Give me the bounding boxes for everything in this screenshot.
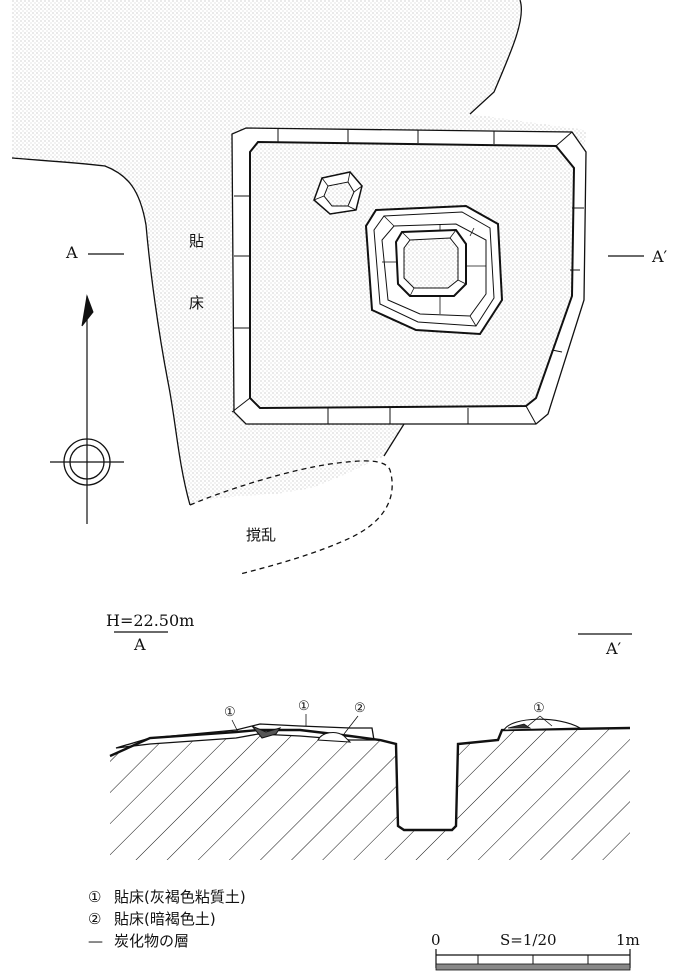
legend-text-1: 貼床(灰褐色粘質土) [114, 888, 246, 906]
floor-label-2: 床 [189, 294, 205, 312]
charcoal-layer [251, 725, 282, 739]
layer-1-marker-left: ① [224, 705, 236, 720]
legend-item-2: ② 貼床(暗褐色土) [88, 910, 216, 928]
elevation-label: H=22.50m [106, 611, 195, 630]
floor-outline [11, 157, 191, 506]
charcoal-layer-right [507, 723, 532, 729]
central-pit [364, 204, 504, 336]
layer-1-marker-center: ① [298, 699, 310, 714]
pit-rim-ticks [231, 129, 584, 425]
legend-mark-3: — [88, 932, 103, 950]
section-hatched-ground [110, 728, 630, 860]
section-label-left: A [66, 243, 78, 262]
layer-1-marker-right: ① [533, 701, 545, 716]
north-arrow-icon [50, 294, 124, 524]
legend-item-1: ① 貼床(灰褐色粘質土) [88, 888, 246, 906]
legend-mark-2: ② [88, 910, 102, 928]
section-A-label: A [134, 635, 146, 654]
section-A-prime-label: A′ [606, 639, 622, 658]
floor-outline-top [469, 0, 522, 115]
scale-zero: 0 [431, 931, 441, 949]
scale-bar [435, 949, 631, 971]
scale-ratio: S=1/20 [500, 931, 557, 949]
layer-leaders [231, 714, 553, 735]
small-post-hole [313, 171, 363, 215]
legend-item-3: — 炭化物の層 [88, 932, 189, 950]
layer-2-lens [317, 732, 352, 743]
legend-mark-1: ① [88, 888, 102, 906]
disturbed-boundary [189, 460, 393, 575]
floor-outline-bottom [383, 423, 405, 457]
scale-end: 1m [616, 931, 640, 949]
legend-text-2: 貼床(暗褐色土) [114, 910, 216, 928]
section-label-right: A′ [652, 247, 668, 266]
section-profile [109, 726, 631, 832]
floor-label-1: 貼 [189, 232, 205, 250]
disturbed-label: 撹乱 [246, 526, 277, 544]
legend-text-3: 炭化物の層 [114, 932, 190, 950]
layer-2-marker: ② [354, 701, 366, 716]
